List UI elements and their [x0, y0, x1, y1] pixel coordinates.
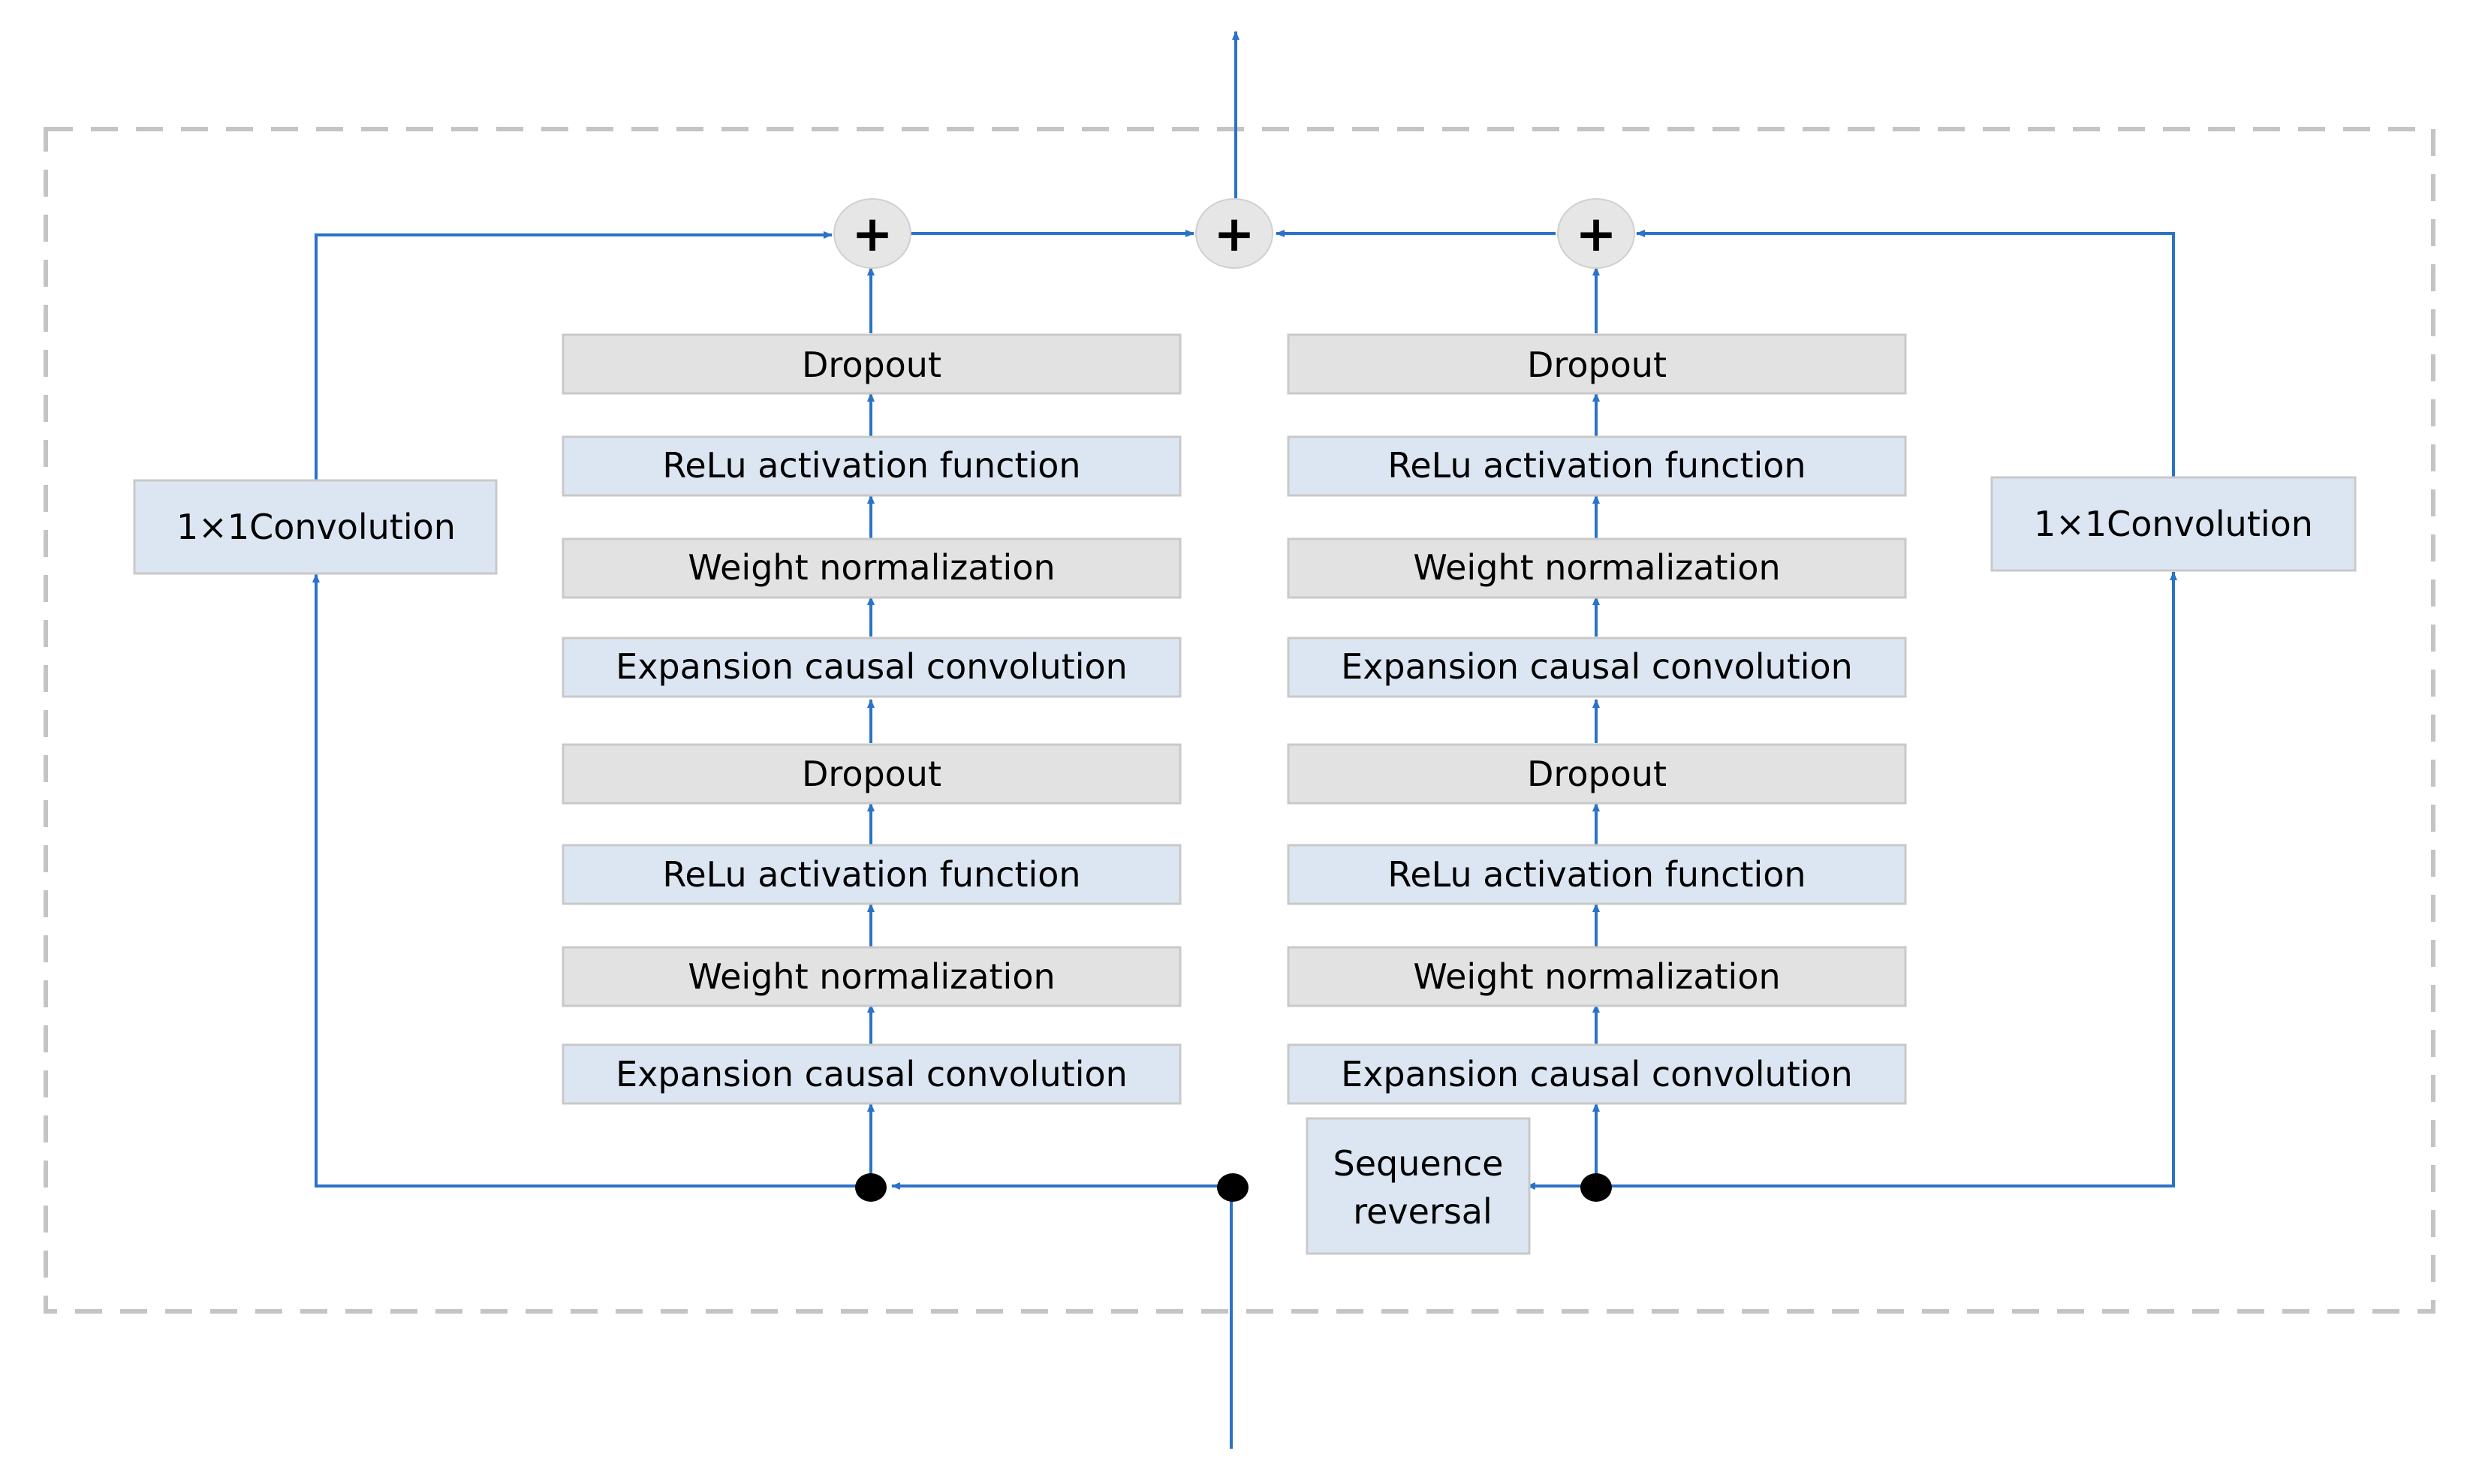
connectors	[312, 31, 2177, 1449]
sequence-reversal-label-line1: Sequence	[1333, 1143, 1504, 1184]
right-relu-label-2: ReLu activation function	[1387, 445, 1806, 486]
sequence-reversal-label-line2: reversal	[1353, 1191, 1493, 1232]
left-weight-norm-label-1: Weight normalization	[688, 956, 1055, 997]
right-expansion-conv-block-1	[1287, 1043, 1907, 1105]
left-dropout-block-1	[562, 743, 1182, 805]
right-1x1-convolution-label: 1×1Convolution	[2034, 504, 2313, 544]
left-weight-norm-block-2	[562, 537, 1182, 599]
left-adder-plus: +	[851, 205, 893, 263]
left-relu-block-1	[562, 844, 1182, 905]
right-expansion-conv-block-2	[1287, 637, 1907, 698]
right-adder-node: +	[1557, 198, 1635, 269]
left-relu-label-1: ReLu activation function	[662, 854, 1080, 895]
left-branch-junction-dot	[855, 1173, 887, 1202]
left-branch-stack: Dropout ReLu activation function Weight …	[562, 333, 1182, 1105]
right-weight-norm-block-2	[1287, 537, 1907, 599]
right-dropout-label-1: Dropout	[1527, 754, 1667, 794]
left-expansion-conv-label-1: Expansion causal convolution	[616, 1054, 1128, 1094]
left-weight-norm-label-2: Weight normalization	[688, 547, 1055, 588]
right-expansion-conv-label-2: Expansion causal convolution	[1341, 646, 1853, 687]
left-relu-label-2: ReLu activation function	[662, 445, 1080, 486]
center-adder-node: +	[1195, 198, 1273, 269]
right-1x1-convolution-block	[1990, 476, 2357, 572]
center-adder-plus: +	[1213, 205, 1255, 263]
right-weight-norm-label-2: Weight normalization	[1413, 547, 1780, 588]
left-skip-to-adder-arrow	[315, 231, 833, 480]
left-expansion-conv-label-2: Expansion causal convolution	[616, 646, 1128, 687]
left-skip-from-junction-arrow	[312, 573, 871, 1188]
right-skip-to-adder-arrow	[1636, 230, 2175, 477]
left-relu-block-2	[562, 435, 1182, 497]
right-dropout-label-2: Dropout	[1527, 345, 1667, 385]
right-dropout-block-1	[1287, 743, 1907, 805]
left-dropout-label-1: Dropout	[802, 754, 941, 794]
left-dropout-label-2: Dropout	[802, 345, 941, 385]
right-weight-norm-block-1	[1287, 946, 1907, 1007]
left-1x1-convolution-block	[133, 479, 498, 575]
left-dropout-block-2	[562, 333, 1182, 395]
right-skip-from-junction-arrow	[1596, 571, 2177, 1188]
left-expansion-conv-block-2	[562, 637, 1182, 698]
right-relu-label-1: ReLu activation function	[1387, 854, 1806, 895]
right-expansion-conv-label-1: Expansion causal convolution	[1341, 1054, 1853, 1094]
right-dropout-block-2	[1287, 333, 1907, 395]
right-relu-block-1	[1287, 844, 1907, 905]
input-junction-dot	[1217, 1173, 1249, 1202]
left-weight-norm-block-1	[562, 946, 1182, 1007]
right-relu-block-2	[1287, 435, 1907, 497]
left-1x1-convolution-label: 1×1Convolution	[176, 507, 456, 547]
left-adder-node: +	[833, 198, 911, 269]
right-branch-junction-dot	[1580, 1173, 1612, 1202]
sequence-reversal-block	[1306, 1117, 1531, 1255]
right-weight-norm-label-1: Weight normalization	[1413, 956, 1780, 997]
right-branch-stack: Dropout ReLu activation function Weight …	[1287, 333, 1907, 1105]
right-adder-plus: +	[1575, 205, 1616, 263]
residual-block-frame	[44, 127, 2435, 1314]
left-expansion-conv-block-1	[562, 1043, 1182, 1105]
